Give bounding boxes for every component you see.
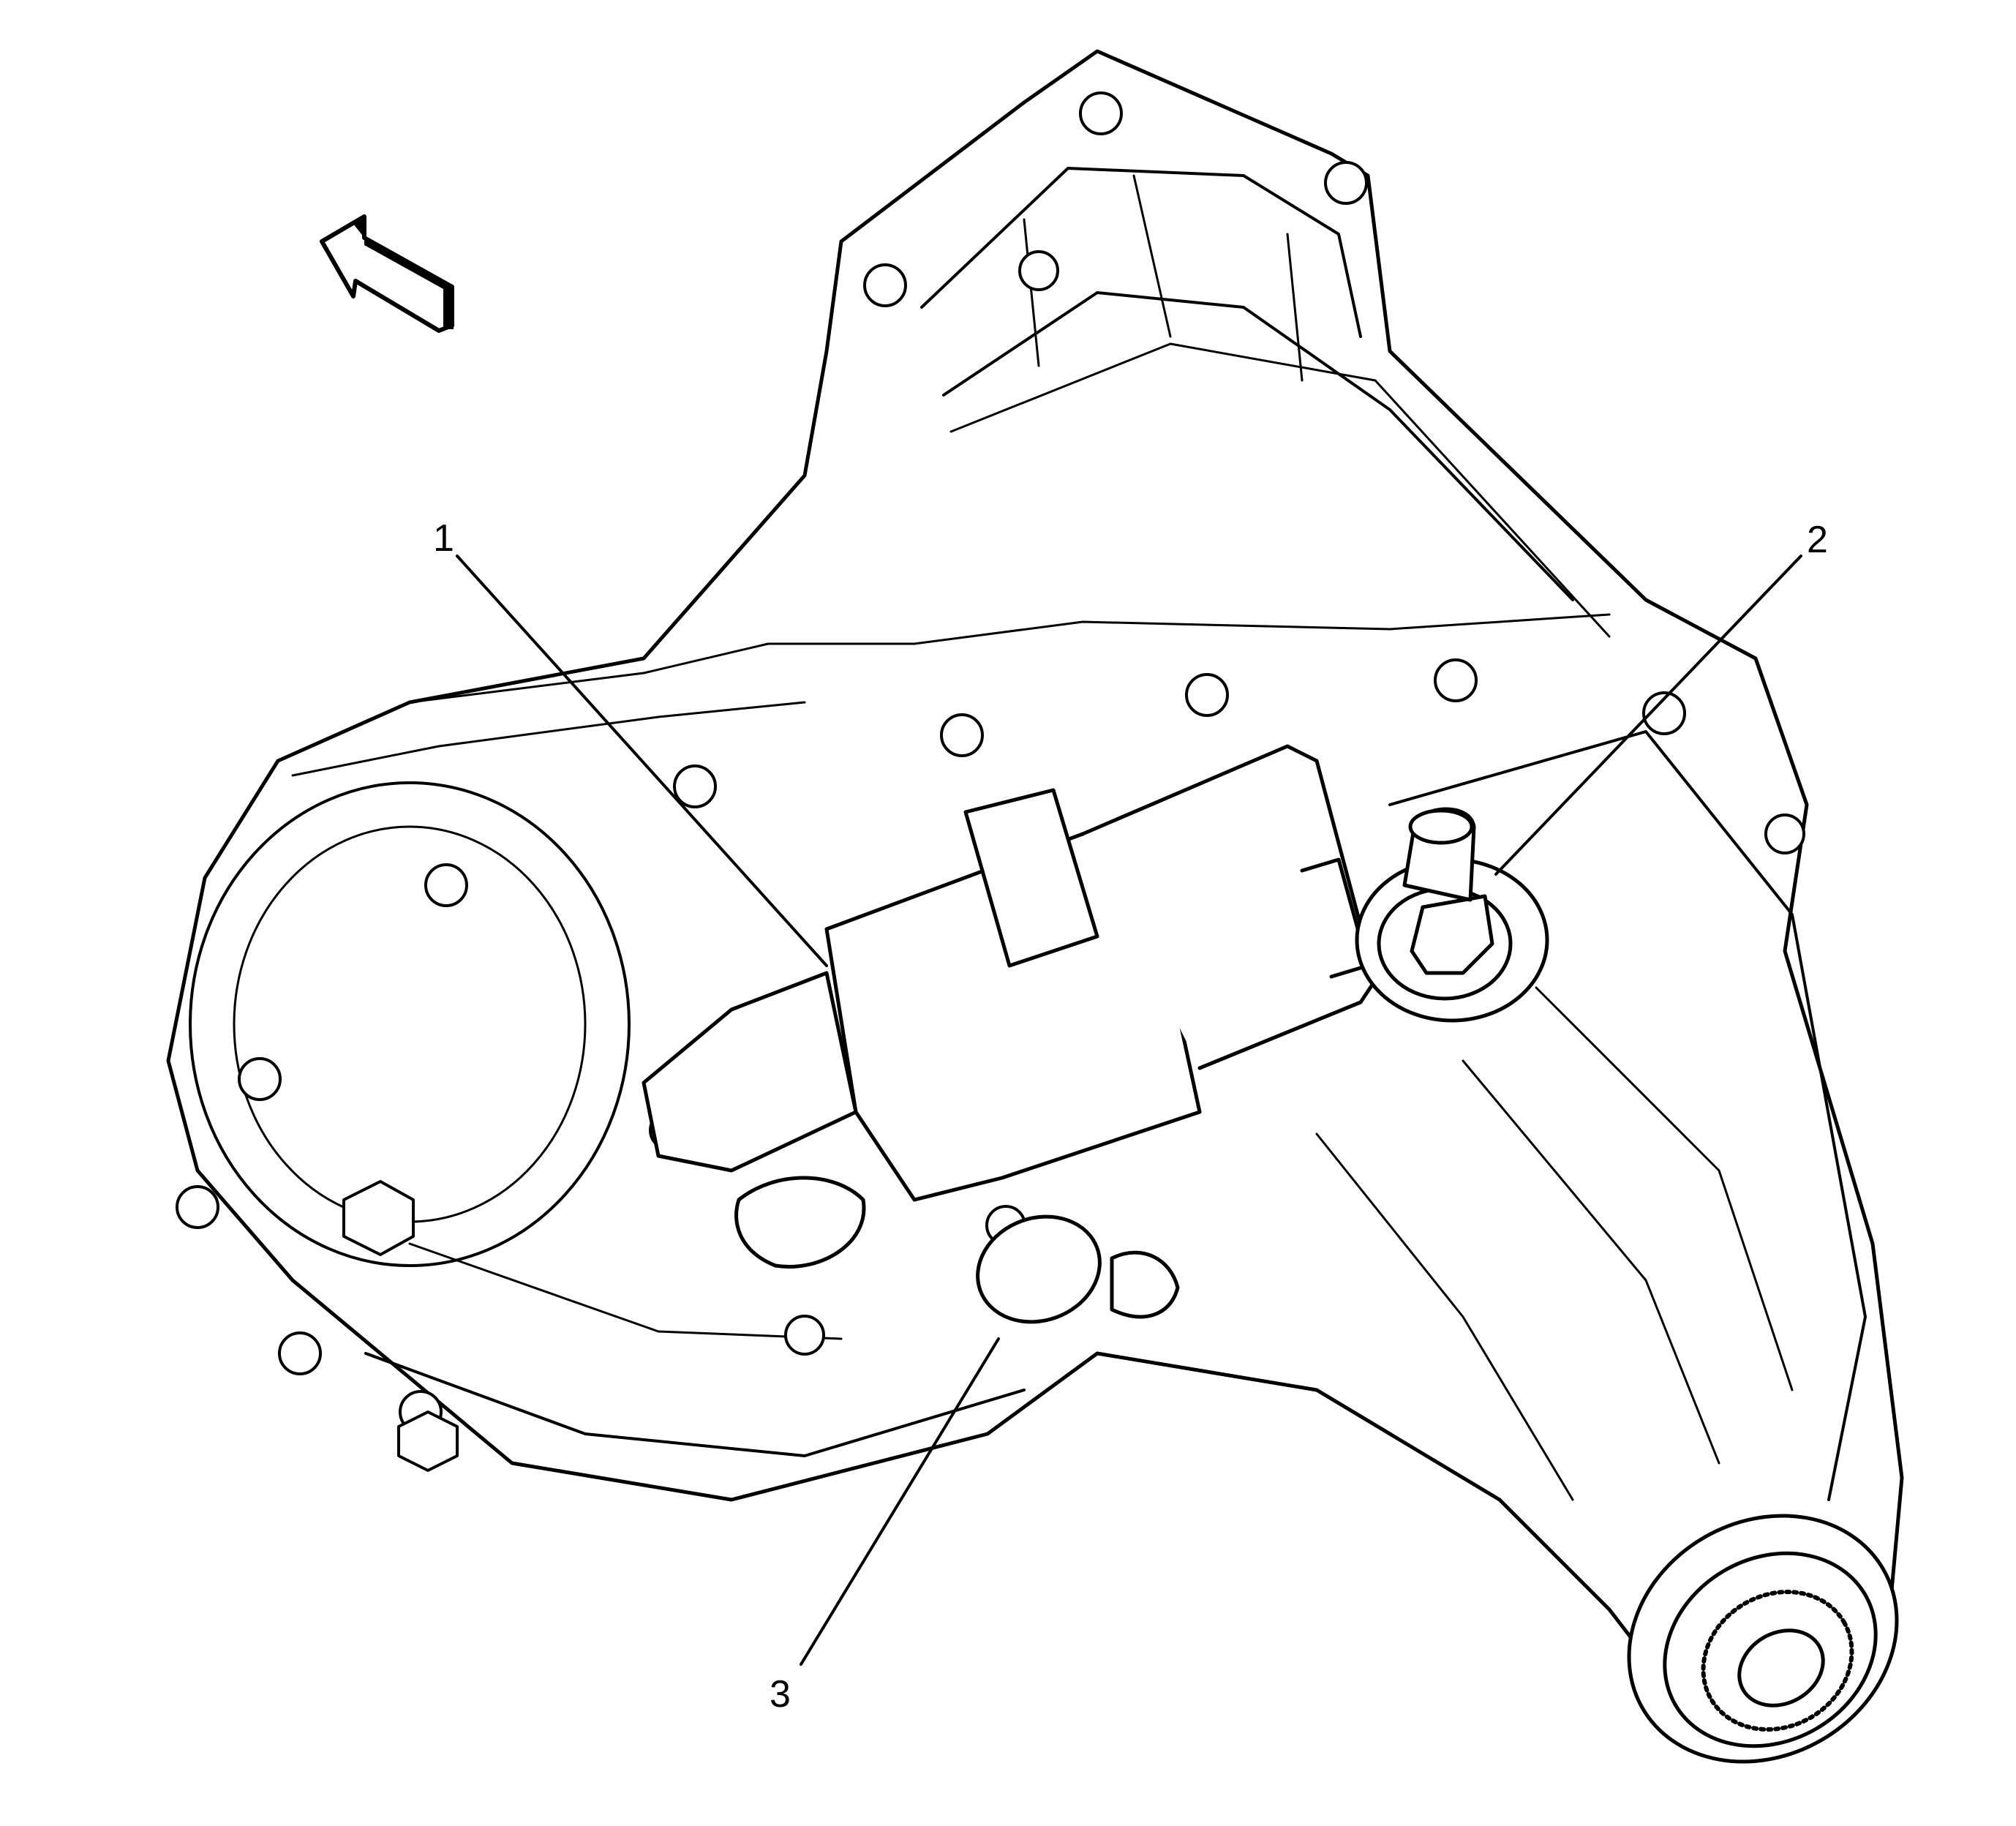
- callout-label-1: 1: [433, 517, 454, 560]
- leader-line-1: [456, 555, 828, 967]
- leader-line-2: [1494, 555, 1802, 876]
- forward-direction-arrow-icon: [320, 214, 454, 333]
- speed-sensor: [1355, 807, 1549, 1023]
- callout-label-2: 2: [1807, 519, 1828, 561]
- output-shaft: [1627, 1514, 1899, 1764]
- callout-label-3: 3: [770, 1673, 791, 1716]
- callout-leader-lines: [456, 555, 1802, 1666]
- position-sensor-motor: [734, 1176, 1180, 1324]
- fill-plug: [342, 1180, 459, 1472]
- leader-line-3: [800, 1337, 1000, 1666]
- shift-motor-actuator: [642, 744, 1377, 1202]
